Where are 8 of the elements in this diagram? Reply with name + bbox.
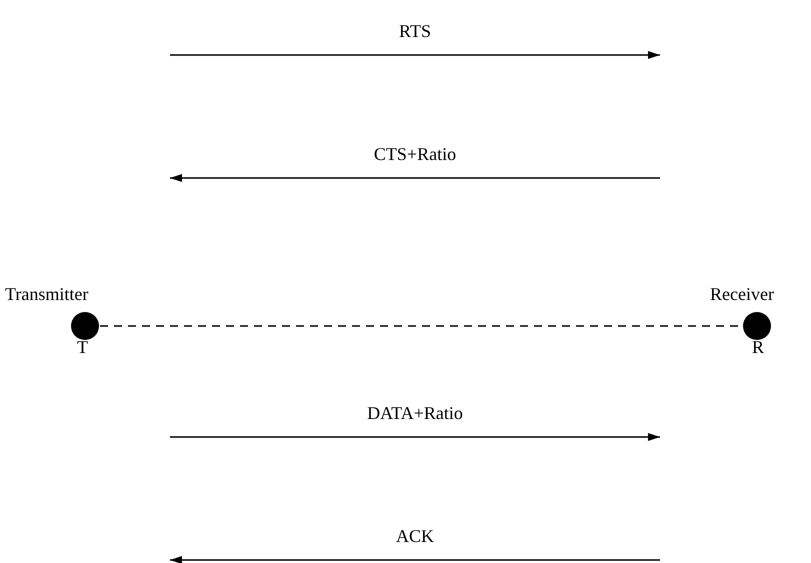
node-letter: R <box>752 337 764 358</box>
node-name: Transmitter <box>5 284 88 305</box>
node-name: Receiver <box>710 284 774 305</box>
message-label: DATA+Ratio <box>367 403 463 424</box>
message-label: ACK <box>396 526 434 547</box>
message-label: RTS <box>399 21 431 42</box>
node-letter: T <box>77 337 88 358</box>
message-label: CTS+Ratio <box>374 144 456 165</box>
